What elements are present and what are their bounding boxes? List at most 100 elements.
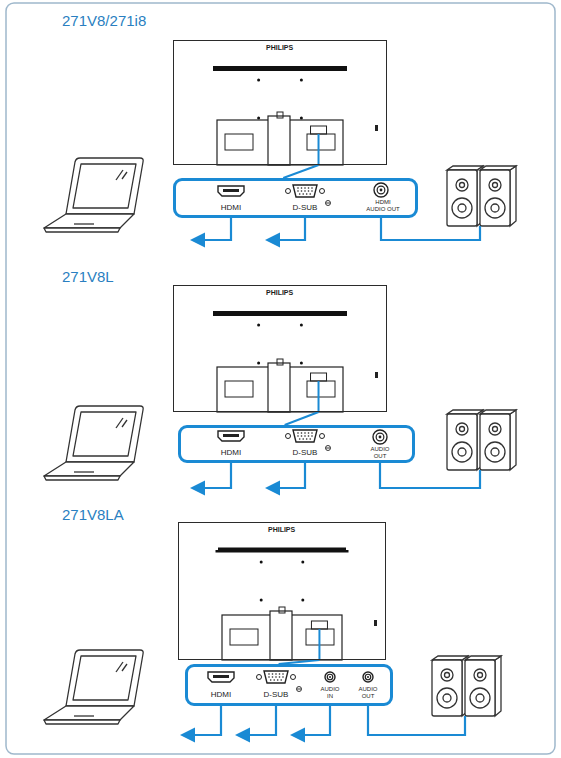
woofer-core: [491, 448, 499, 456]
mount-hole: [301, 561, 304, 564]
glare: [122, 664, 127, 671]
woofer: [485, 198, 505, 218]
jack-ring: [363, 672, 373, 682]
touchpad: [74, 715, 94, 716]
mount-hole: [300, 79, 303, 82]
lock-slot: [375, 372, 378, 378]
cable: [368, 706, 465, 735]
cutout: [225, 381, 253, 397]
port-label: AUDIO OUT: [368, 446, 392, 460]
pin: [279, 676, 281, 678]
vent-bar: [213, 66, 347, 71]
tweeter-core: [445, 673, 450, 678]
pin: [301, 190, 303, 192]
tweeter: [441, 669, 453, 681]
jack-ring: [365, 674, 371, 680]
woofer: [452, 442, 472, 462]
laptop-base: [44, 214, 134, 228]
hdmi-pins: [223, 434, 239, 437]
tweeter: [474, 669, 486, 681]
pin: [297, 190, 299, 192]
tweeter-core: [460, 183, 465, 188]
dsub-symbol: [326, 201, 331, 206]
hdmi-port: [218, 431, 244, 441]
hdmi-outline: [218, 431, 244, 441]
clip: [279, 607, 285, 613]
tweeter-core: [460, 427, 465, 432]
pin: [301, 187, 303, 189]
connector-panel: HDMID-SUBHDMI AUDIO OUT: [173, 178, 418, 218]
cable: [238, 706, 276, 735]
dsub-port: [257, 671, 302, 692]
laptop-edge: [44, 228, 120, 232]
woofer: [437, 688, 457, 708]
monitor-back: PHILIPS: [178, 522, 386, 660]
screw: [320, 434, 325, 439]
dsub-symbol: [326, 446, 331, 451]
monitor-back: PHILIPS: [173, 40, 387, 165]
speaker-front: [447, 170, 477, 226]
brand-logo: PHILIPS: [250, 44, 310, 52]
cable: [293, 706, 330, 735]
model-title: 271V8L: [62, 268, 114, 285]
clip: [277, 359, 283, 365]
port-label: D-SUB: [256, 690, 296, 699]
audio-jack: [374, 183, 388, 197]
laptop: [44, 158, 143, 232]
dsub-symbol: [326, 203, 330, 204]
port-label: HDMI: [201, 690, 241, 699]
laptop: [44, 406, 143, 480]
woofer: [470, 688, 490, 708]
jack-ring: [325, 672, 335, 682]
monitor-details: [213, 66, 378, 165]
tweeter-core: [493, 183, 498, 188]
brand-logo: PHILIPS: [250, 289, 310, 297]
pin: [308, 187, 310, 189]
hdmi-port: [208, 672, 234, 682]
speaker-front: [465, 660, 495, 716]
tweeter: [456, 423, 468, 435]
hdmi-outline: [218, 186, 244, 196]
brand-logo: PHILIPS: [252, 526, 312, 534]
connector-panel: HDMID-SUBAUDIO OUT: [178, 425, 415, 463]
lock-slot: [375, 125, 378, 131]
port-label: AUDIO IN: [318, 686, 342, 700]
pin: [306, 193, 308, 195]
dsub-port: [286, 185, 331, 206]
jack-ring: [374, 183, 388, 197]
model-title: 271V8LA: [62, 506, 124, 523]
pin: [309, 193, 311, 195]
laptop-edge: [44, 720, 120, 724]
port-spot: [311, 621, 327, 629]
mount-hole: [257, 362, 260, 365]
pin: [311, 432, 313, 434]
port-label: HDMI: [211, 203, 251, 212]
speaker-front: [480, 170, 510, 226]
pin: [272, 673, 274, 675]
audio-jack: [325, 672, 335, 682]
monitor-back: PHILIPS: [173, 285, 387, 412]
touchpad: [74, 471, 94, 472]
pin: [304, 187, 306, 189]
cutout: [230, 629, 258, 645]
stand-neck: [268, 363, 290, 412]
mount-hole: [260, 561, 263, 564]
cable: [193, 218, 231, 240]
port-label: AUDIO OUT: [356, 686, 380, 700]
zoom-connector: [283, 165, 318, 178]
laptop-lid: [66, 406, 143, 462]
laptop-edge: [44, 476, 120, 480]
jack-ring: [376, 433, 384, 441]
laptop-screen: [73, 164, 136, 208]
tweeter: [489, 423, 501, 435]
mount-hole: [300, 324, 303, 327]
laptop-base: [44, 462, 134, 476]
port-spot: [311, 373, 327, 381]
pin: [302, 438, 304, 440]
hdmi-port: [218, 186, 244, 196]
tweeter: [456, 179, 468, 191]
speaker-side: [495, 656, 501, 716]
pin: [304, 190, 306, 192]
zoom-connector: [285, 412, 319, 425]
